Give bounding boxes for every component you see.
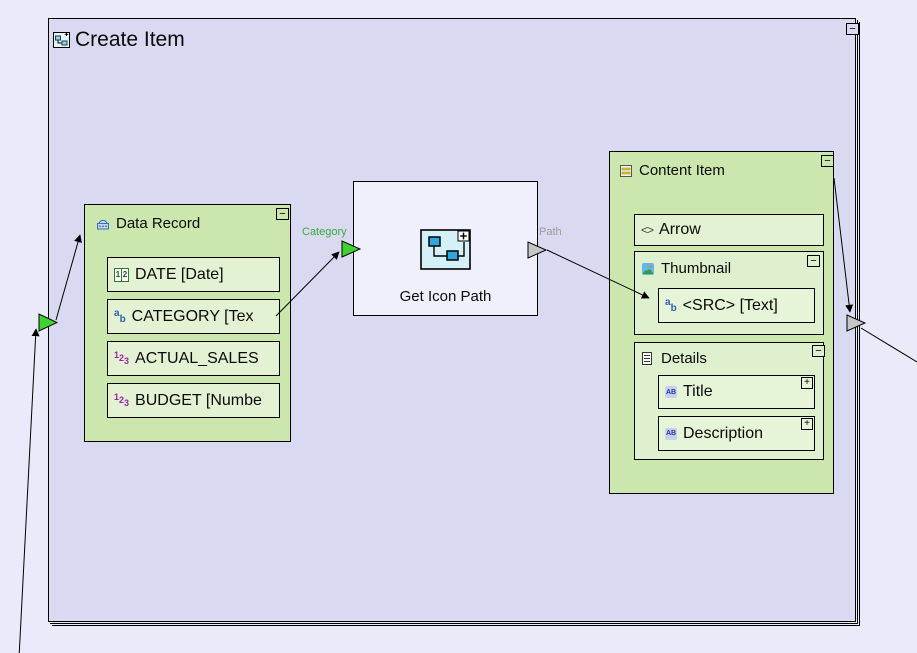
details-section[interactable]: Details − AB Title + AB Description + [634,342,825,460]
title-expand-button[interactable]: + [801,377,813,389]
content-item-collapse-button[interactable]: − [821,155,834,167]
text-type-icon: ab [665,296,677,314]
flowchart-icon [420,229,471,270]
edge-right-port-external[interactable] [860,327,917,363]
number-type-icon: 123 [114,392,130,408]
container-collapse-button[interactable]: − [846,23,859,35]
get-icon-path-node[interactable]: Get Icon Path [353,181,538,316]
thumbnail-collapse-button[interactable]: − [807,255,820,267]
field-title[interactable]: AB Title + [658,375,815,409]
field-budget[interactable]: 123 BUDGET [Numbe [107,383,280,418]
field-description[interactable]: AB Description + [658,416,815,451]
description-expand-button[interactable]: + [801,418,813,430]
edge-external-input[interactable] [18,328,40,653]
field-label: CATEGORY [Tex [131,307,254,325]
field-label: Title [683,383,713,400]
data-record-title: Data Record [116,215,201,232]
details-title: Details [661,350,707,367]
content-item-icon [620,165,632,177]
thumbnail-icon [642,263,654,275]
text-type-icon: ab [114,307,126,325]
field-label: DATE [Date] [135,265,224,283]
content-item-title: Content Item [639,162,725,179]
data-record-collapse-button[interactable]: − [276,208,289,220]
container-title: Create Item [75,28,185,51]
thumbnail-section[interactable]: Thumbnail − ab <SRC> [Text] [634,251,824,335]
field-category[interactable]: ab CATEGORY [Tex [107,299,280,334]
details-list-icon [642,352,652,365]
field-label: ACTUAL_SALES [135,349,259,367]
thumbnail-title: Thumbnail [661,260,732,277]
field-label: <SRC> [Text] [682,296,778,314]
data-record-icon [97,219,109,230]
category-port-label: Category [302,226,347,238]
angle-brackets-icon: <> [641,223,654,237]
field-src[interactable]: ab <SRC> [Text] [658,288,815,323]
field-label: BUDGET [Numbe [135,391,262,409]
get-icon-path-title: Get Icon Path [399,288,492,305]
number-type-icon: 123 [114,350,130,366]
create-item-icon [53,32,70,48]
details-collapse-button[interactable]: − [812,345,825,357]
ab-caps-icon: AB [665,386,677,398]
field-label: Arrow [659,221,701,238]
path-port-label: Path [539,226,562,238]
field-label: Description [683,424,764,442]
field-actual-sales[interactable]: 123 ACTUAL_SALES [107,341,280,376]
field-arrow[interactable]: <> Arrow [634,214,824,246]
content-item-node[interactable]: Content Item − <> Arrow Thumbnail − ab <… [609,151,834,494]
ab-caps-icon: AB [665,427,677,440]
